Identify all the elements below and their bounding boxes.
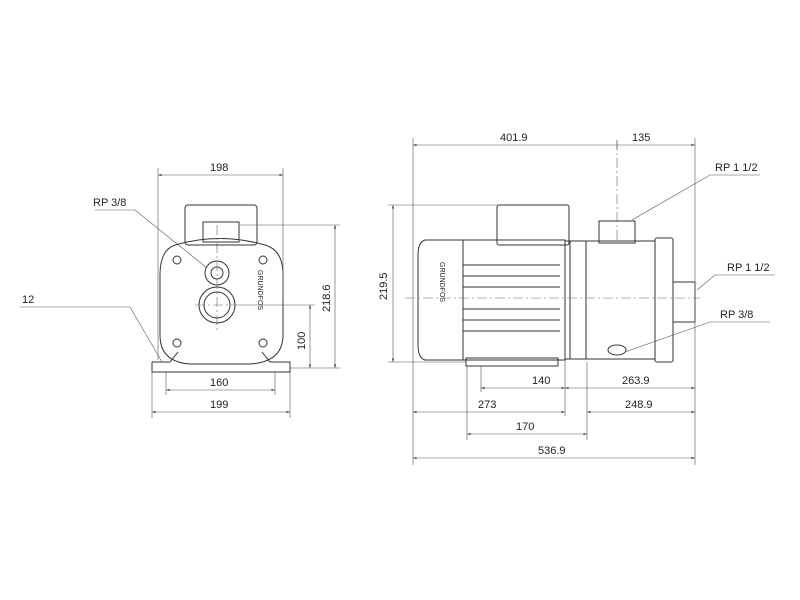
pump-housing (564, 240, 656, 360)
brand-logo: GRUNDFOS (256, 270, 263, 310)
brand-logo-side: GRUNDFOS (438, 262, 445, 302)
dim-401-9: 401.9 (500, 132, 528, 144)
dim-219-5: 219.5 (378, 272, 390, 300)
inlet-port (672, 281, 696, 323)
front-view: GRUNDFOS 198 218.6 100 160 199 RP 3/8 12 (20, 162, 340, 418)
dim-100: 100 (296, 332, 308, 350)
dim-218-6: 218.6 (321, 284, 333, 312)
motor-foot (465, 357, 559, 367)
label-rp-1-1-2-inlet: RP 1 1/2 (727, 262, 770, 274)
dim-263-9: 263.9 (622, 375, 650, 387)
dim-199: 199 (210, 399, 228, 411)
dim-140: 140 (532, 375, 550, 387)
dim-536-9: 536.9 (538, 445, 566, 457)
dim-135: 135 (632, 132, 650, 144)
dim-170: 170 (516, 421, 534, 433)
label-rp-1-1-2-outlet: RP 1 1/2 (715, 162, 758, 174)
motor-fins (463, 264, 560, 332)
label-rp-3-8-front: RP 3/8 (93, 197, 126, 209)
pump-body-front (159, 238, 284, 365)
label-rp-3-8-side: RP 3/8 (720, 309, 753, 321)
dim-273: 273 (478, 399, 496, 411)
drain-plug (607, 344, 627, 356)
dim-248-9: 248.9 (625, 399, 653, 411)
terminal-box-side (496, 204, 570, 246)
pump-flange (654, 237, 674, 363)
motor-body (417, 239, 566, 361)
dim-198: 198 (210, 162, 228, 174)
pump-feet (151, 351, 291, 373)
bolt-holes (172, 255, 268, 348)
side-view: GRUNDFOS 401.9 135 219.5 140 263.9 273 2… (378, 132, 775, 465)
outlet-pipe (202, 221, 240, 243)
dim-12: 12 (22, 294, 34, 306)
dim-160: 160 (210, 377, 228, 389)
